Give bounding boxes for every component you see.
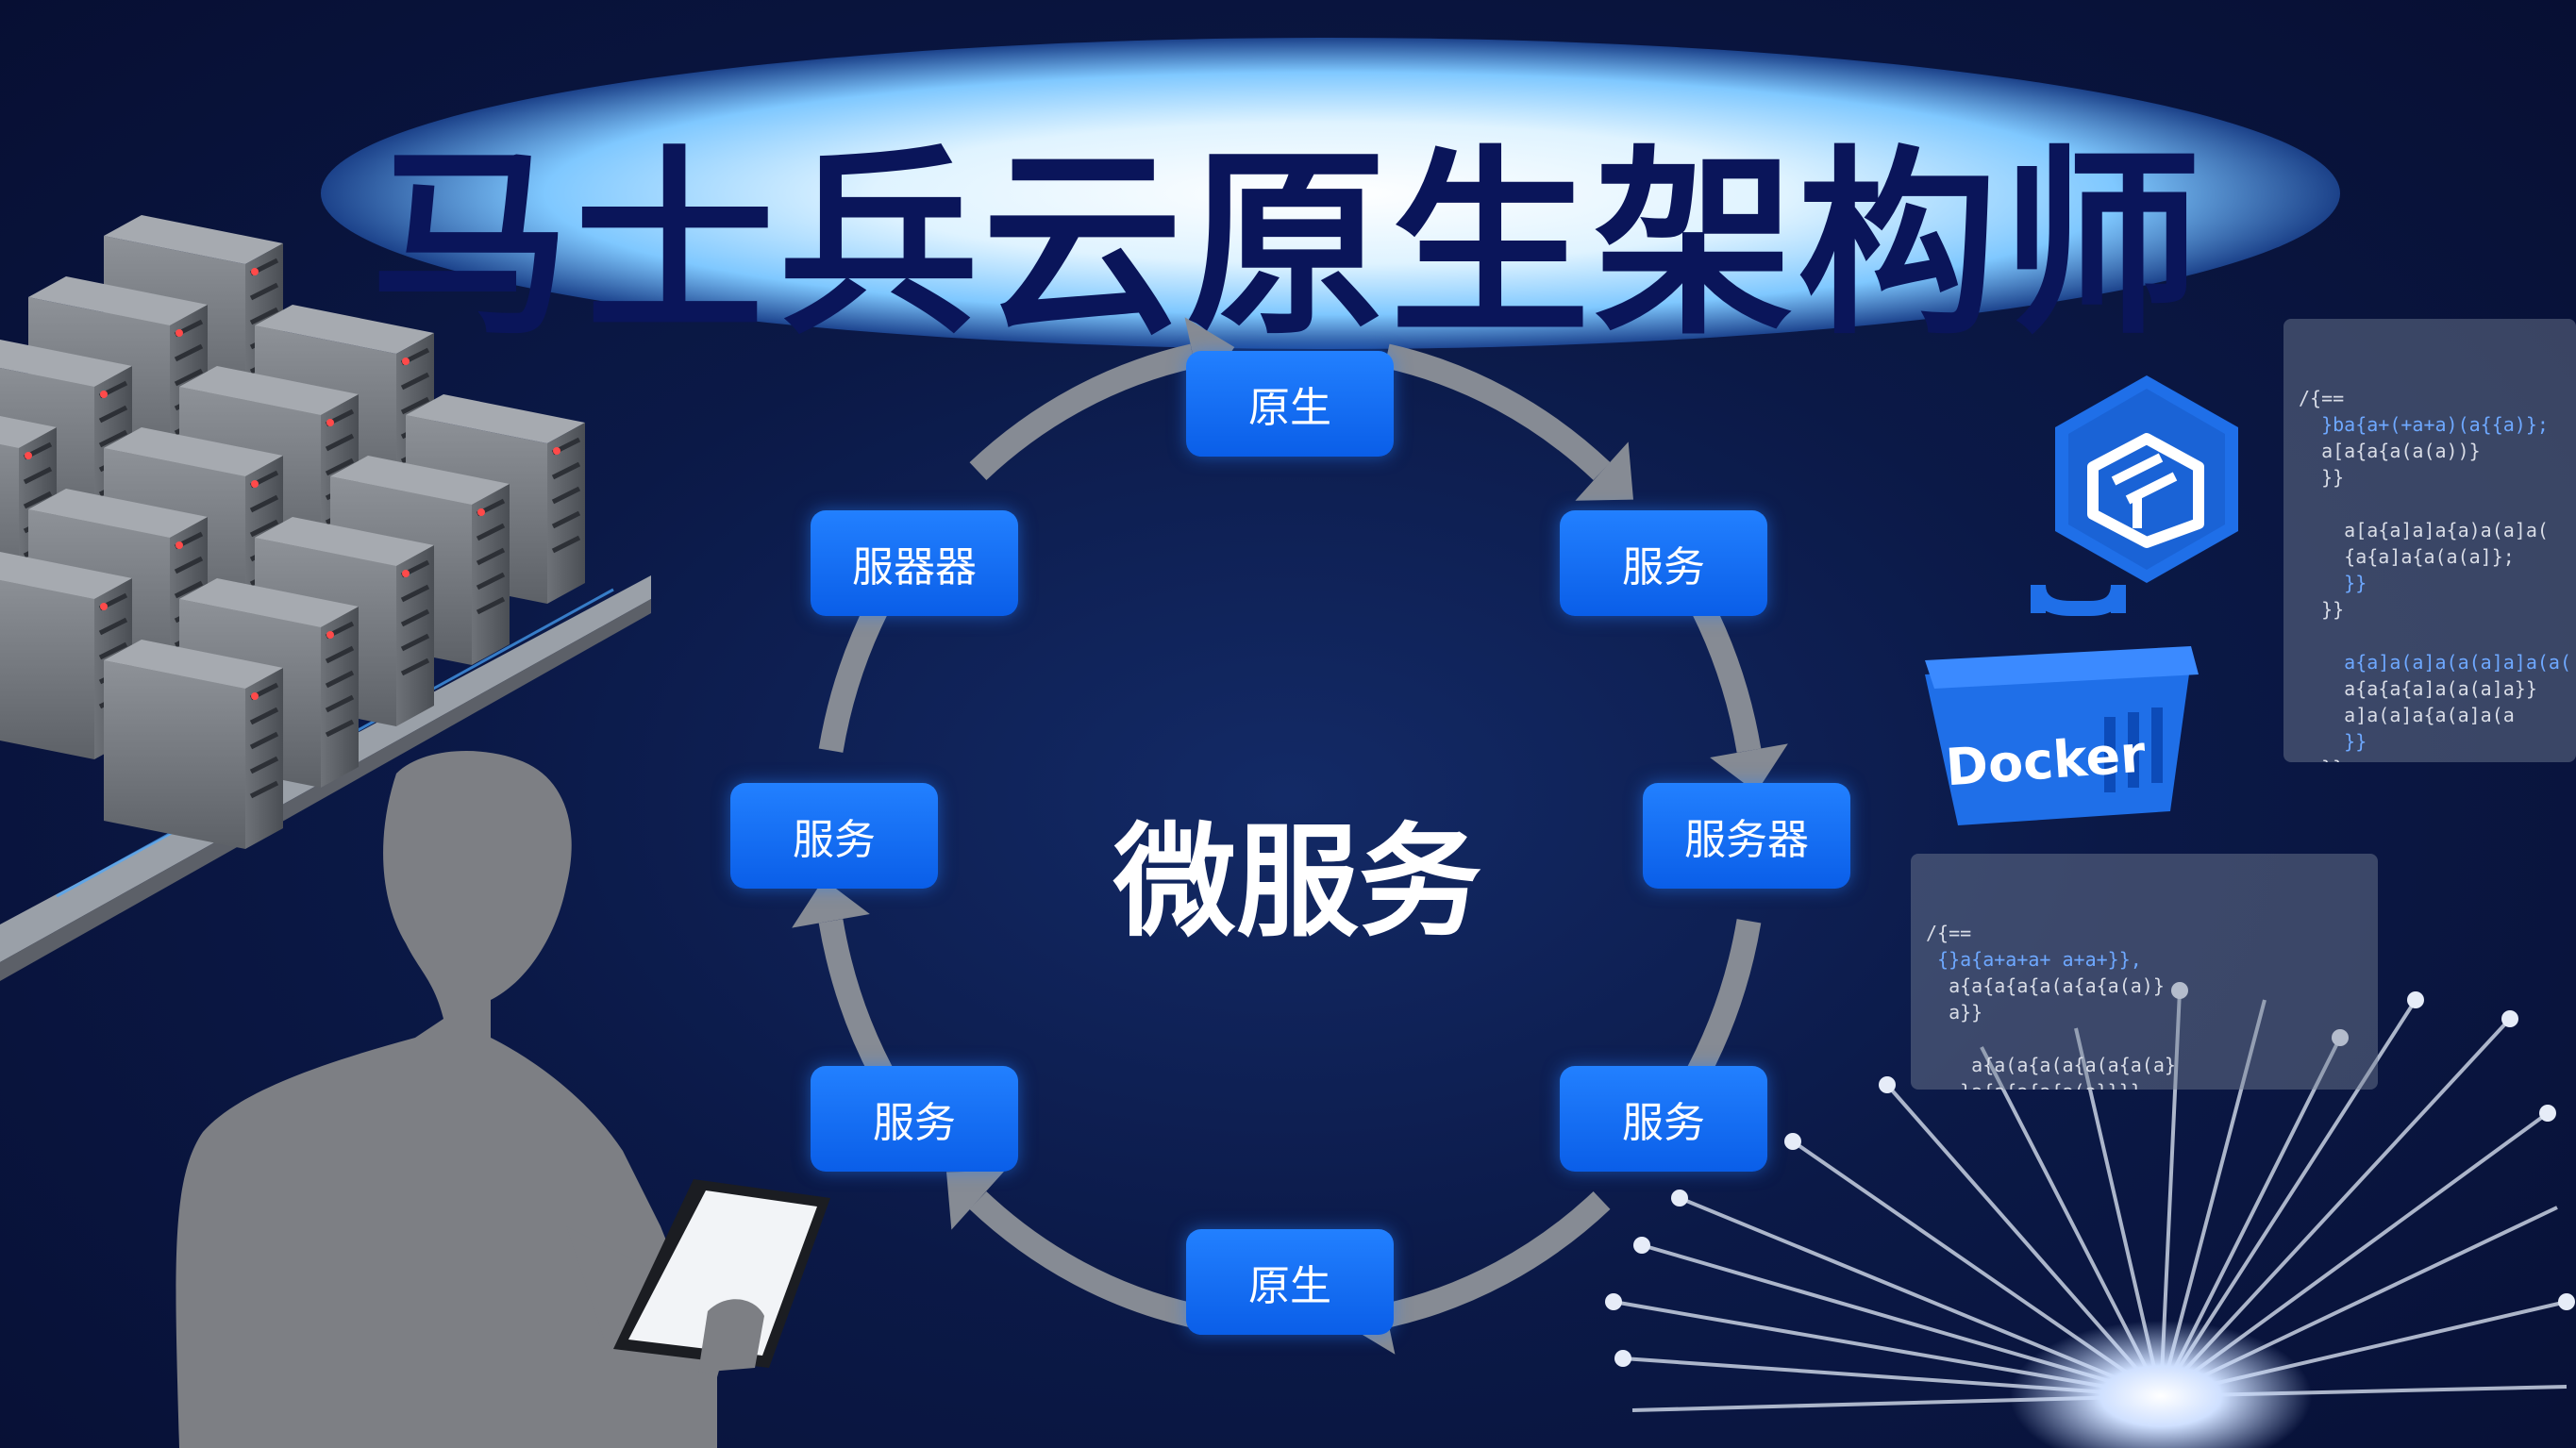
code-panel-lower-line: a{a(a{a(a{a(a{a(a} [1926, 1054, 2176, 1076]
center-label: 微服务 [1112, 810, 1481, 954]
code-panel-upper-line: a{a]a(a]a(a(a]a]a(a( [2299, 651, 2571, 674]
page-title: 马士兵云原生架构师 [371, 128, 2205, 361]
node-left[interactable]: 服务 [730, 783, 938, 889]
network-nodes [1605, 982, 2575, 1367]
code-panel-lower: /{== {}a{a+a+a+ a+a+}}, a{a{a{a{a(a{a{a(… [1911, 854, 2378, 1090]
code-panel-upper-line: }} [2299, 755, 2561, 762]
code-panel-upper-line: }ba{a+(+a+a)(a{{a)}; [2299, 413, 2549, 436]
code-panel-lower-line: /{== [1926, 922, 1972, 944]
code-panel-lower-line [1926, 1025, 2363, 1052]
code-panel-upper-line: a]a(a]a{a(a]a(a [2299, 704, 2515, 726]
code-panel-upper-line: /{== [2299, 387, 2345, 409]
node-right[interactable]: 服务器 [1643, 783, 1850, 889]
code-panel-upper-line: a{a{a{a]a(a(a]a}} [2299, 677, 2537, 700]
code-panel-upper-line: }} [2299, 730, 2367, 753]
code-panel-upper: /{== }ba{a+(+a+a)(a{{a)}; a[a{a{a(a(a))}… [2283, 319, 2576, 762]
code-panel-upper-line: }} [2299, 466, 2345, 489]
tablet-device [613, 1179, 830, 1368]
server-rack-cluster [0, 215, 651, 981]
code-panel-lower-line: a{a{a{a{a(a{a{a(a)} [1926, 974, 2165, 997]
server-unit [104, 640, 283, 849]
node-bottom[interactable]: 原生 [1186, 1229, 1394, 1335]
code-panel-upper-line [2299, 491, 2561, 517]
title-glow [321, 38, 2340, 349]
code-panel-lower-line: a}} [1926, 1001, 1983, 1024]
code-panel-upper-line: {a{a]a{a(a(a]}; [2299, 545, 2515, 568]
code-panel-upper-line: }} [2299, 572, 2367, 594]
burst-core [2010, 1321, 2312, 1448]
cycle-arrow [792, 878, 906, 1103]
docker-icon [1925, 584, 2199, 825]
cycle-arrow [946, 1171, 1196, 1328]
node-top[interactable]: 原生 [1186, 351, 1394, 457]
node-upper-left[interactable]: 服器器 [811, 510, 1018, 616]
node-lower-left[interactable]: 服务 [811, 1066, 1018, 1172]
code-panel-upper-line: a[a{a]a]a{a)a(a]a( [2299, 519, 2549, 541]
hand-silhouette [698, 1299, 764, 1373]
code-panel-lower-line: {}a{a+a+a+ a+a+}}, [1926, 948, 2142, 971]
node-lower-right[interactable]: 服务 [1560, 1066, 1767, 1172]
cycle-arrow [1383, 343, 1633, 501]
code-panel-upper-line: }} [2299, 598, 2345, 621]
container-registry-icon [2055, 375, 2238, 583]
code-panel-upper-line: a[a{a{a(a(a))} [2299, 440, 2481, 462]
node-upper-right[interactable]: 服务 [1560, 510, 1767, 616]
code-panel-upper-line [2299, 623, 2561, 649]
code-panel-lower-line: }a{a{a{a{a(a}}}} [1926, 1078, 2363, 1090]
